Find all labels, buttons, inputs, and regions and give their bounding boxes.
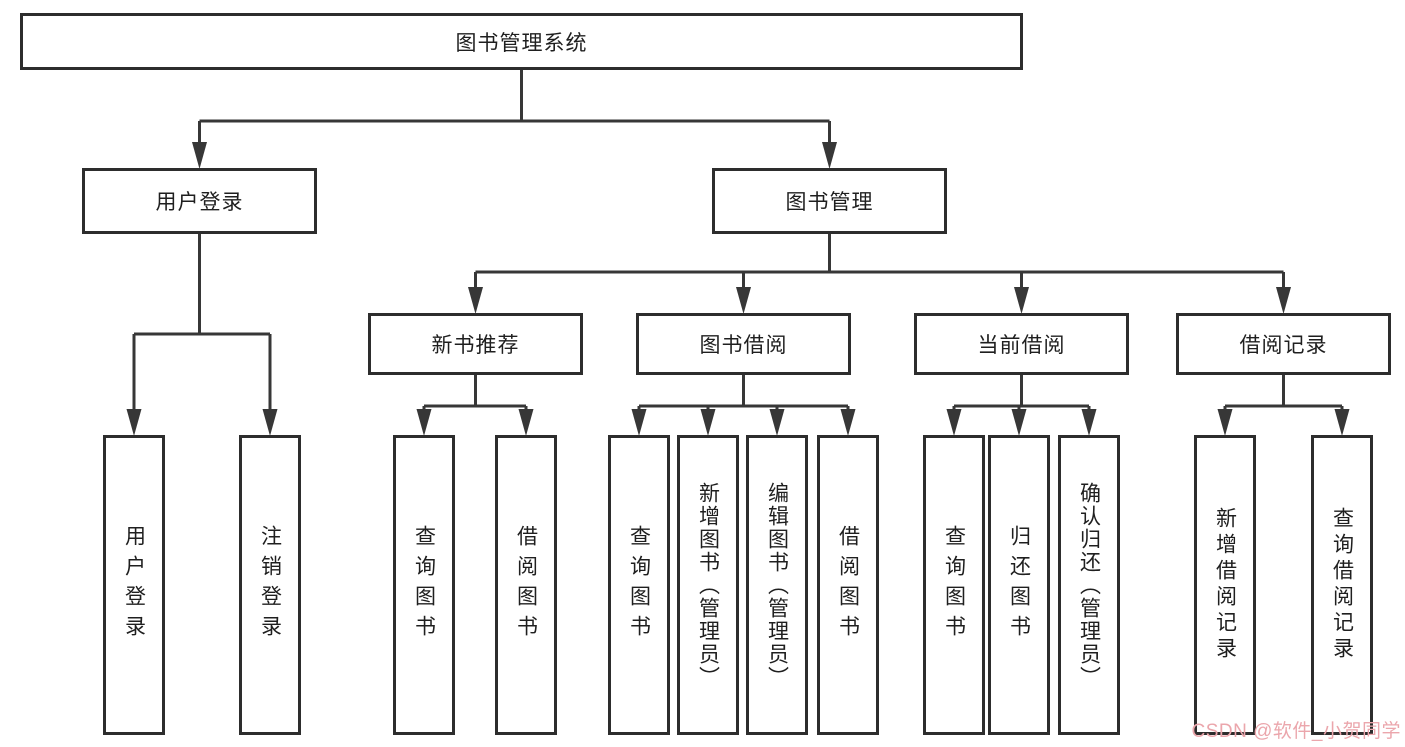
leaf-add-borrow-record: 新增借阅记录 — [1194, 435, 1256, 735]
leaf-edit-books-admin: 编辑图书（管理员） — [746, 435, 808, 735]
leaf-current-query-books: 查询图书 — [923, 435, 985, 735]
csdn-watermark: CSDN @软件_小贺同学 — [1191, 721, 1401, 742]
leaf-logout: 注销登录 — [239, 435, 301, 735]
node-book-borrow: 图书借阅 — [636, 313, 851, 375]
node-new-book-recommend: 新书推荐 — [368, 313, 583, 375]
node-user-login: 用户登录 — [82, 168, 317, 234]
leaf-confirm-return-admin: 确认归还（管理员） — [1058, 435, 1120, 735]
leaf-add-books-admin: 新增图书（管理员） — [677, 435, 739, 735]
leaf-recommend-query-books: 查询图书 — [393, 435, 455, 735]
node-current-borrow: 当前借阅 — [914, 313, 1129, 375]
leaf-return-books: 归还图书 — [988, 435, 1050, 735]
leaf-borrow-books: 借阅图书 — [817, 435, 879, 735]
node-root-system: 图书管理系统 — [20, 13, 1023, 70]
node-borrow-records: 借阅记录 — [1176, 313, 1391, 375]
leaf-recommend-borrow-books: 借阅图书 — [495, 435, 557, 735]
leaf-user-login: 用户登录 — [103, 435, 165, 735]
node-book-management: 图书管理 — [712, 168, 947, 234]
leaf-borrow-query-books: 查询图书 — [608, 435, 670, 735]
leaf-query-borrow-record: 查询借阅记录 — [1311, 435, 1373, 735]
